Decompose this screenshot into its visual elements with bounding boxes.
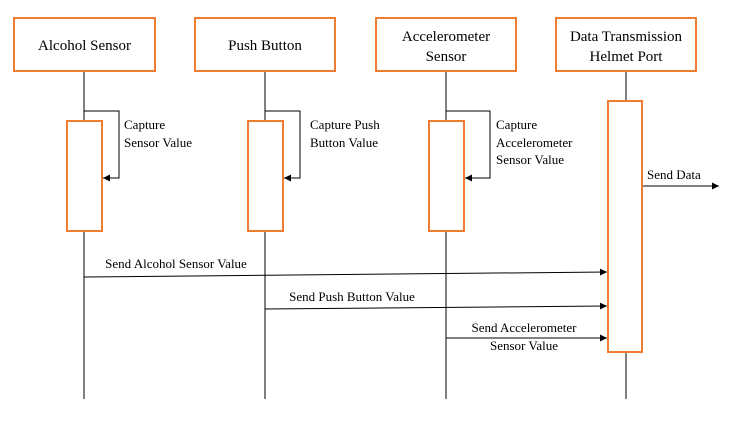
participant-label-line-2: Sensor <box>426 49 467 65</box>
participant-data-transmission-port: Data Transmission Helmet Port <box>555 17 697 72</box>
participant-accelerometer-sensor: Accelerometer Sensor <box>375 17 517 72</box>
participant-label-line-2: Helmet Port <box>590 49 664 65</box>
activation-bar-port <box>607 100 643 353</box>
message-label-alcohol: Send Alcohol Sensor Value <box>105 256 247 271</box>
svg-text:Capture: Capture <box>496 117 537 132</box>
self-message-label-alcohol: Capture Sensor Value <box>124 117 192 150</box>
participant-label: Alcohol Sensor <box>38 38 131 54</box>
svg-text:Sensor Value: Sensor Value <box>496 152 564 167</box>
svg-text:Capture Push: Capture Push <box>310 117 380 132</box>
svg-text:Accelerometer: Accelerometer <box>496 135 573 150</box>
outgoing-label: Send Data <box>647 167 701 182</box>
activation-bar-accel <box>428 120 465 232</box>
participant-push-button: Push Button <box>194 17 336 72</box>
participant-label: Push Button <box>228 38 302 54</box>
message-label-button: Send Push Button Value <box>289 289 415 304</box>
svg-text:Capture: Capture <box>124 117 165 132</box>
participant-label-line-1: Data Transmission <box>570 29 683 45</box>
activation-bar-button <box>247 120 284 232</box>
self-message-arrow-alcohol <box>84 110 120 182</box>
message-label-accel-line-2: Sensor Value <box>490 338 558 353</box>
svg-text:Button Value: Button Value <box>310 135 378 150</box>
participant-label-line-1: Accelerometer <box>402 29 490 45</box>
message-label-accel-line-1: Send Accelerometer <box>471 320 577 335</box>
self-message-arrow-accel <box>446 110 491 182</box>
self-message-arrow-button <box>265 110 301 182</box>
message-arrow-button-to-port <box>264 302 608 310</box>
svg-text:Sensor Value: Sensor Value <box>124 135 192 150</box>
self-message-label-button: Capture Push Button Value <box>310 117 380 150</box>
self-message-label-accel: Capture Accelerometer Sensor Value <box>496 117 573 167</box>
participant-alcohol-sensor: Alcohol Sensor <box>13 17 156 72</box>
activation-bar-alcohol <box>66 120 103 232</box>
message-arrow-alcohol-to-port <box>83 268 608 278</box>
